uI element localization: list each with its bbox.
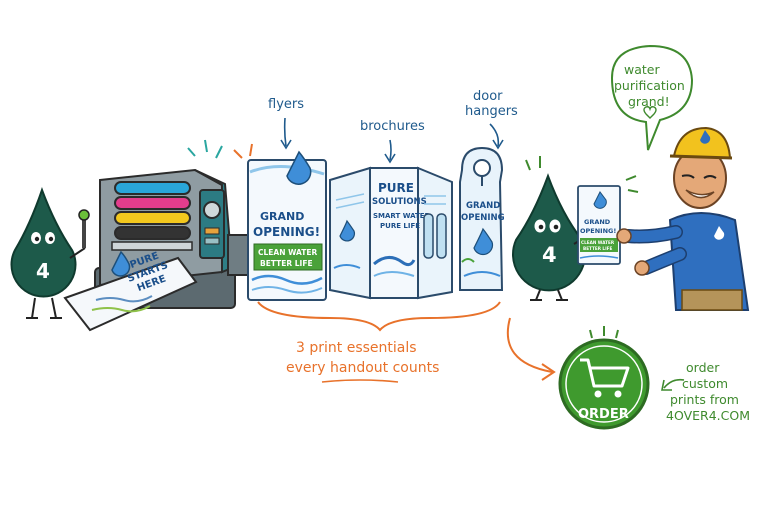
brochure-line-3: SMART WATER [373,212,431,220]
printed-sheet: PURE STARTS HERE [63,250,198,332]
water-drop-icon [111,250,131,277]
flyer-banner-2: BETTER LIFE [260,259,313,268]
flyer-line-1: GRAND [260,210,304,223]
brochure-line-4: PURE LIFE [380,222,420,230]
flyer-line-2: OPENING! [253,225,320,239]
label-door: door [473,89,503,104]
speech-bubble: water purification grand! [610,44,694,151]
order-button[interactable]: ORDER [558,338,650,430]
shopping-cart-icon [580,358,630,398]
water-drop-icon [339,219,356,242]
held-flyer-banner-2: BETTER LIFE [583,246,612,251]
brochure-line-2: SOLUTIONS [372,197,427,207]
heart-icon [643,106,657,119]
label-brochures: brochures [360,119,425,134]
door-hanger-card: GRAND OPENING [459,146,505,291]
water-drop-icon [286,150,312,185]
water-drop-icon [473,227,494,256]
ink-drop-mascot-left: 4 [10,187,90,319]
speech-line-3: grand! [628,94,670,109]
label-flyers: flyers [268,97,304,112]
held-flyer-line-2: OPENING! [580,227,616,235]
order-note-2: custom [682,376,728,391]
mascot-number-right: 4 [542,243,557,267]
order-button-label: ORDER [578,407,629,422]
order-note-3: prints from [670,392,739,407]
mascot-number: 4 [36,259,50,283]
customer-person [616,126,750,311]
held-flyer: GRAND OPENING! CLEAN WATER BETTER LIFE [577,185,621,265]
held-flyer-line-1: GRAND [584,218,611,226]
ink-drop-mascot-right: 4 [512,156,586,301]
speech-line-2: purification [614,78,685,93]
caption-line-1: 3 print essentials [296,340,417,356]
flyer-banner-1: CLEAN WATER [258,248,317,257]
flyer-card: GRAND OPENING! CLEAN WATER BETTER LIFE [247,150,327,301]
held-flyer-banner-1: CLEAN WATER [581,240,615,245]
arrow-to-order [506,317,553,373]
grouping-brace [257,301,501,332]
label-hangers: hangers [465,104,518,119]
order-note-1: order [686,360,720,375]
hanger-line-1: GRAND [466,201,500,211]
order-note-4[interactable]: 4OVER4.COM [666,408,750,423]
caption-line-2: every handout counts [286,360,439,376]
speech-line-1: water [624,62,660,77]
hanger-line-2: OPENING [461,213,505,223]
brochure-card: PURE SOLUTIONS SMART WATER PURE LIFE [329,166,453,300]
brochure-line-1: PURE [378,181,414,195]
